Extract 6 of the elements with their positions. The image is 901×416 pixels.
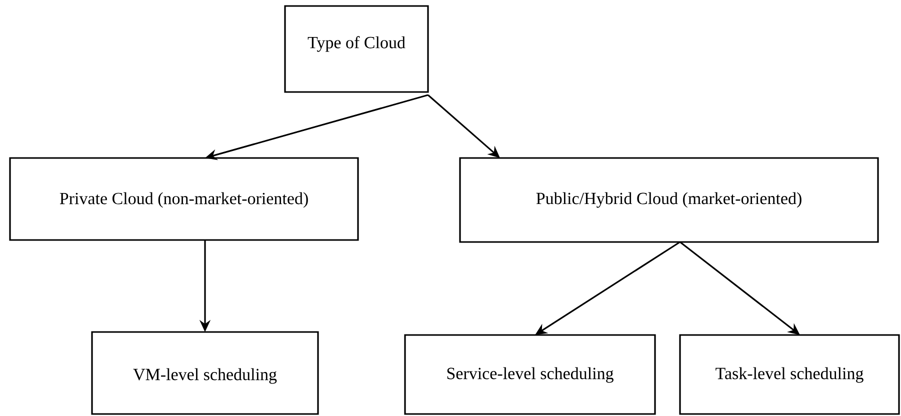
process-box: Private Cloud (non-market-oriented) — [9, 157, 359, 241]
process-box: VM-level scheduling — [91, 331, 319, 415]
process-box: Public/Hybrid Cloud (market-oriented) — [459, 157, 879, 243]
process-box: Task-level scheduling — [679, 334, 900, 415]
process-box: Type of Cloud — [284, 5, 429, 93]
process-box: Service-level scheduling — [404, 334, 656, 415]
